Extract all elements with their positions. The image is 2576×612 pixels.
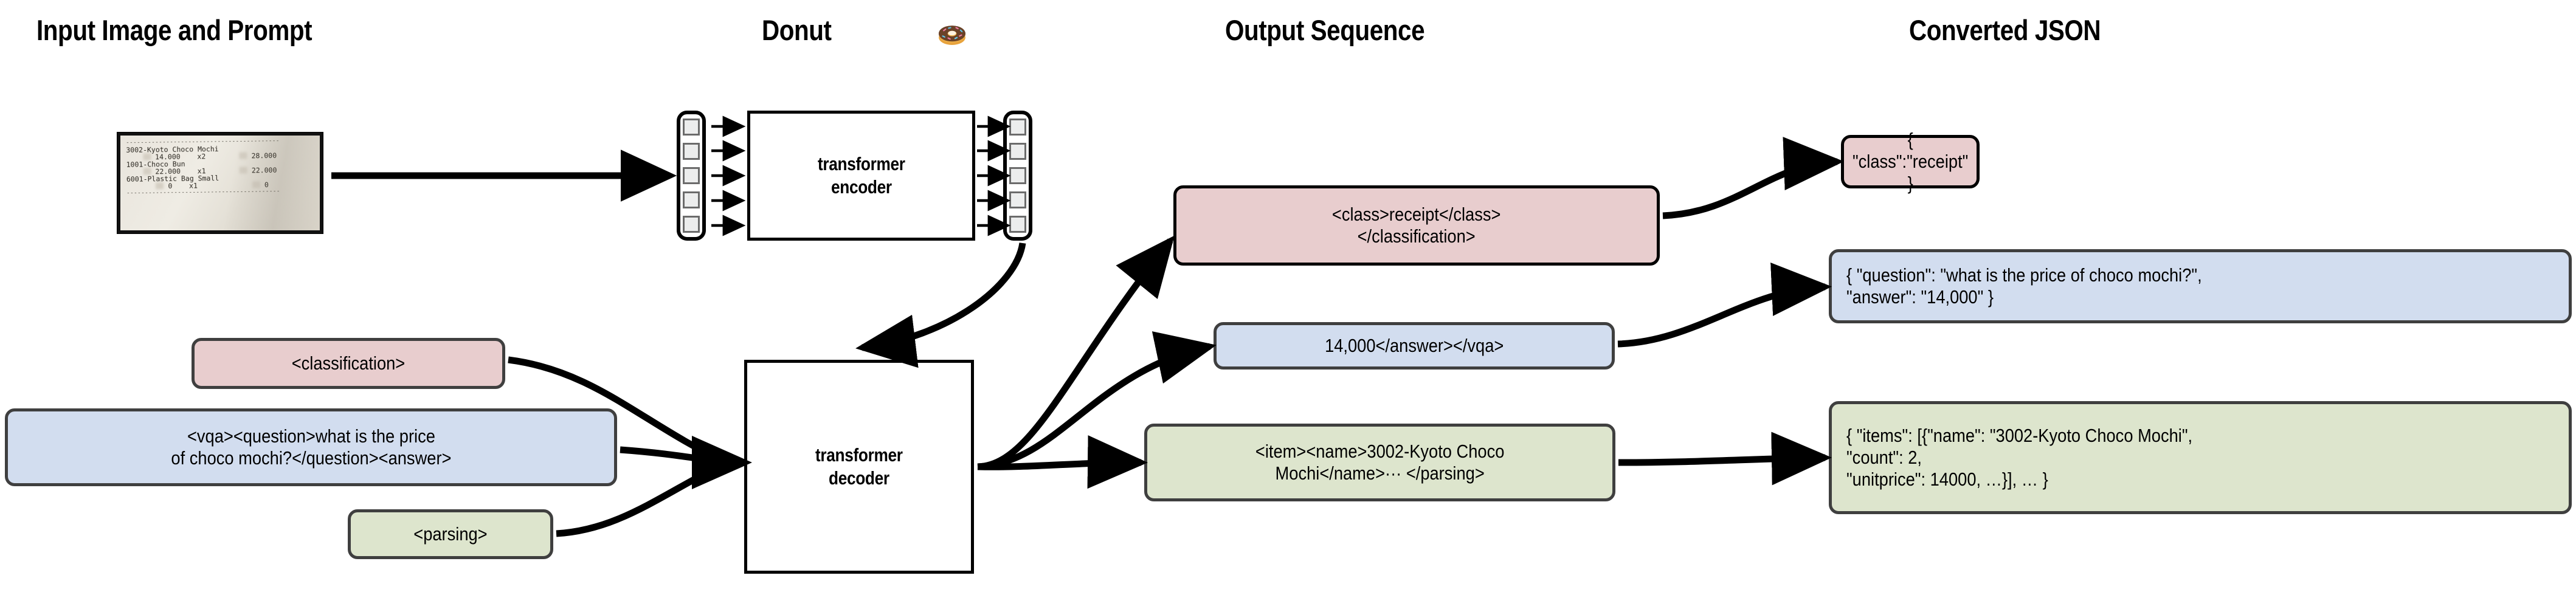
arrow-vqa-output-to-json [1617,263,1832,348]
json-vqa-text: { "question": "what is the price of choc… [1846,264,2202,308]
prompt-vqa-text: <vqa><question>what is the price of choc… [170,425,452,469]
prompt-box-classification[interactable]: <classification> [192,338,505,389]
encoder-input-token-strip [677,111,706,241]
arrow-decoder-to-parsing-output [977,435,1148,489]
arrows-tokens-into-encoder [711,115,746,236]
json-classification-text: { "class":"receipt" } [1852,128,1969,194]
page-title-converted-json: Converted JSON [1909,14,2101,46]
token-cell [1009,119,1026,136]
json-parsing-text: { "items": [{"name": "3002-Kyoto Choco M… [1846,424,2193,490]
encoder-label-line2: encoder [830,176,892,198]
output-box-classification[interactable]: <class>receipt</class> </classification> [1173,185,1660,266]
token-cell [683,143,700,160]
token-cell [1009,143,1026,160]
decoder-label-line2: decoder [829,467,889,489]
token-cell [1009,216,1026,233]
transformer-decoder-block: transformer decoder [744,360,974,574]
token-cell [1009,191,1026,208]
encoder-label-line1: transformer [817,153,905,175]
token-cell [1009,167,1026,184]
page-title-output-sequence: Output Sequence [1225,14,1425,46]
token-cell [683,216,700,233]
output-classification-text: <class>receipt</class> </classification> [1332,203,1501,247]
arrow-classification-output-to-json [1662,137,1844,219]
prompt-parsing-text: <parsing> [413,523,488,545]
output-vqa-text: 14,000</answer></vqa> [1324,334,1504,356]
page-title-donut: Donut [762,14,832,46]
prompt-classification-text: <classification> [291,352,406,374]
prompt-box-vqa[interactable]: <vqa><question>what is the price of choc… [5,408,617,486]
prompt-box-parsing[interactable]: <parsing> [348,509,553,559]
transformer-encoder-block: transformer encoder [747,111,975,241]
output-parsing-text: <item><name>3002-Kyoto Choco Mochi</name… [1255,440,1505,484]
arrow-vqa-prompt-to-decoder [620,446,727,466]
encoder-output-token-strip [1003,111,1032,241]
json-box-vqa[interactable]: { "question": "what is the price of choc… [1829,249,2572,323]
output-box-parsing[interactable]: <item><name>3002-Kyoto Choco Mochi</name… [1144,424,1615,501]
output-box-vqa[interactable]: 14,000</answer></vqa> [1214,322,1615,370]
arrow-encoder-to-decoder [855,242,1026,368]
token-cell [683,119,700,136]
page-title-input-image-and-prompt: Input Image and Prompt [36,14,313,46]
token-cell [683,167,700,184]
token-cell [683,191,700,208]
decoder-label-line1: transformer [815,444,903,466]
json-box-classification[interactable]: { "class":"receipt" } [1841,129,1980,194]
json-box-parsing[interactable]: { "items": [{"name": "3002-Kyoto Choco M… [1829,401,2572,514]
donut-icon [939,26,965,45]
input-receipt-image: ----------------------------------------… [117,132,323,233]
arrow-parsing-output-to-json [1618,431,1832,486]
arrow-decoder-to-classification-output [977,235,1175,470]
